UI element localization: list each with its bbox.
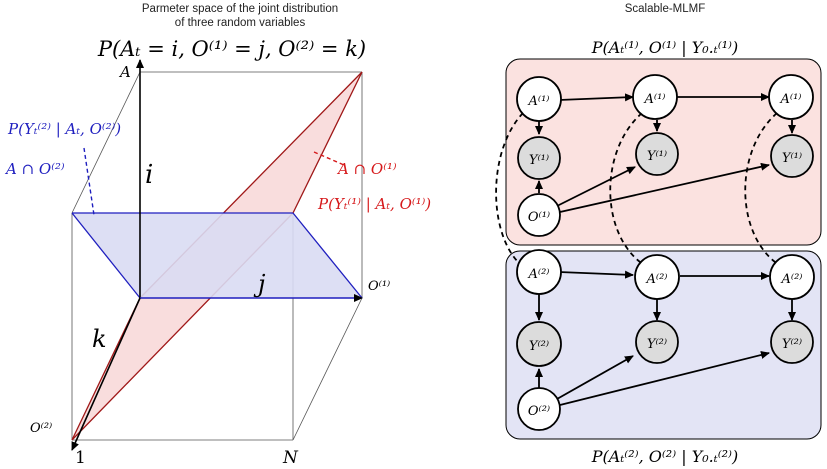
node-A2-t0-label: A⁽²⁾ — [528, 267, 550, 282]
node-Y2-t1 — [635, 320, 679, 364]
axis-O2-label: O⁽²⁾ — [30, 421, 52, 436]
node-A1-t1-label: A⁽¹⁾ — [644, 92, 666, 107]
dependency-edges — [535, 93, 796, 406]
node-A1-t0 — [516, 76, 562, 122]
node-Y1-t1-label: Y⁽¹⁾ — [647, 149, 667, 164]
node-Y2-t2-label: Y⁽²⁾ — [782, 337, 802, 352]
top-nodes: A⁽¹⁾ A⁽¹⁾ A⁽¹⁾ Y⁽¹⁾ Y⁽¹⁾ Y⁽¹⁾ O⁽¹⁾ — [516, 74, 814, 237]
label-k: k — [92, 325, 107, 353]
node-A2-t0 — [516, 249, 562, 295]
label-N: N — [282, 448, 299, 468]
blue-plane — [72, 213, 362, 298]
left-caption-line1: Parmeter space of the joint distribution — [142, 3, 338, 15]
blue-intersection-label: A ∩ O⁽²⁾ — [4, 160, 65, 178]
blue-pointer — [83, 147, 95, 216]
node-Y2-t0 — [516, 321, 562, 367]
axis-A-label: A — [118, 63, 131, 81]
node-Y1-t2 — [770, 134, 814, 178]
node-Y1-t1 — [635, 132, 679, 176]
node-O2 — [517, 387, 561, 431]
red-pointer — [313, 151, 345, 166]
node-O2-label: O⁽²⁾ — [528, 404, 550, 419]
parameter-space-diagram: Parmeter space of the joint distribution… — [4, 3, 431, 468]
node-A2-t1 — [634, 254, 680, 300]
red-intersection-label: A ∩ O⁽¹⁾ — [336, 160, 397, 178]
node-Y2-t2 — [770, 320, 814, 364]
node-A1-t0-label: A⁽¹⁾ — [528, 94, 550, 109]
right-caption: Scalable-MLMF — [625, 3, 706, 15]
left-caption-line2: of three random variables — [175, 17, 306, 29]
node-A2-t1-label: A⁽²⁾ — [646, 272, 668, 287]
node-A2-t2-label: A⁽²⁾ — [781, 272, 803, 287]
red-conditional-label: P(Yₜ⁽¹⁾ | Aₜ, O⁽¹⁾) — [317, 195, 431, 213]
label-i: i — [145, 160, 153, 190]
axis-O1-label: O⁽¹⁾ — [368, 279, 390, 294]
blue-conditional-label: P(Yₜ⁽²⁾ | Aₜ, O⁽²⁾) — [7, 120, 121, 138]
axes — [71, 59, 363, 451]
top-panel-title: P(Aₜ⁽¹⁾, O⁽¹⁾ | Y₀.ₜ⁽¹⁾) — [591, 38, 738, 57]
joint-distribution-formula: P(Aₜ = i, O⁽¹⁾ = j, O⁽²⁾ = k) — [97, 37, 366, 61]
node-Y1-t2-label: Y⁽¹⁾ — [782, 151, 802, 166]
blue-plane-edges — [71, 212, 363, 299]
bottom-panel-title: P(Aₜ⁽²⁾, O⁽²⁾ | Y₀.ₜ⁽²⁾) — [591, 447, 738, 466]
bottom-nodes: A⁽²⁾ A⁽²⁾ A⁽²⁾ Y⁽²⁾ Y⁽²⁾ Y⁽²⁾ O⁽²⁾ — [516, 249, 815, 431]
node-Y1-t0-label: Y⁽¹⁾ — [529, 153, 549, 168]
node-A1-t1 — [632, 74, 678, 120]
node-A2-t2 — [769, 254, 815, 300]
scalable-mlmf-diagram: Scalable-MLMF P(Aₜ⁽¹⁾, O⁽¹⁾ | Y₀.ₜ⁽¹⁾) P… — [495, 3, 822, 466]
node-O1-label: O⁽¹⁾ — [528, 210, 550, 225]
node-A1-t2 — [768, 74, 814, 120]
label-1: 1 — [75, 448, 86, 468]
node-O1 — [517, 193, 561, 237]
node-Y2-t1-label: Y⁽²⁾ — [647, 337, 667, 352]
node-Y2-t0-label: Y⁽²⁾ — [529, 339, 549, 354]
coupling-edges — [495, 112, 778, 263]
node-A1-t2-label: A⁽¹⁾ — [780, 92, 802, 107]
node-Y1-t0 — [517, 136, 561, 180]
